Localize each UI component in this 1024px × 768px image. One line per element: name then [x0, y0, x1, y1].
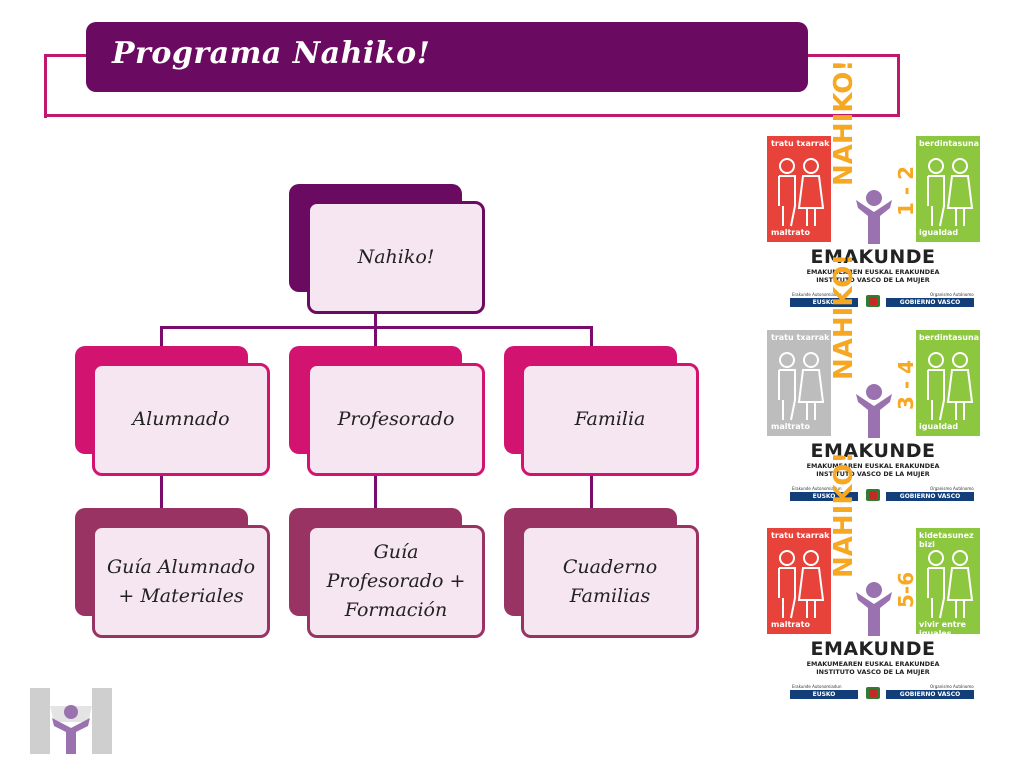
connector-profesorado [374, 326, 377, 348]
title-bar [86, 22, 808, 92]
basque-crest-icon [866, 489, 880, 501]
root-node: Nahiko! [307, 201, 485, 314]
gov-right-label: GOBIERNO VASCO [886, 492, 974, 501]
emakunde-brand: EMAKUNDE [810, 440, 936, 462]
equality-couple-icon [927, 550, 974, 619]
poster-nahiko-wordmark: NAHIKO! [829, 253, 859, 380]
header-frame-top-right [806, 54, 900, 57]
child-figure-icon [856, 582, 892, 636]
poster-right-top-label: kidetasunez bizi [919, 531, 974, 549]
poster-left-bottom-label: maltrato [771, 228, 810, 237]
guia-profesorado-label: Guía Profesorado + Formación [326, 541, 466, 621]
poster-left-bottom-label: maltrato [771, 422, 810, 431]
root-node-label: Nahiko! [357, 246, 435, 268]
emakunde-subtitle-2: INSTITUTO VASCO DE LA MUJER [816, 276, 930, 284]
emakunde-subtitle-2: INSTITUTO VASCO DE LA MUJER [816, 668, 930, 676]
poster-age-range: 5-6 [894, 571, 918, 608]
connector-alumnado-guia [160, 474, 163, 510]
connector-familia-cuaderno [590, 474, 593, 510]
gov-left-label: EUSKO JAURLARITZA [790, 492, 858, 509]
couple-icon [778, 550, 825, 619]
couple-icon [778, 352, 825, 421]
nahiko-logo-icon [30, 688, 112, 754]
poster-age-range: 3 - 4 [894, 359, 918, 410]
header-frame-right [897, 54, 900, 117]
basque-crest-icon [866, 295, 880, 307]
guia-alumnado-label: Guía Alumnado + Materiales [106, 555, 256, 607]
poster-nahiko-wordmark: NAHIKO! [829, 59, 859, 186]
page-title: Programa Nahiko! [112, 36, 431, 71]
gov-right-label: GOBIERNO VASCO [886, 690, 974, 699]
poster-right-bottom-label: igualdad [919, 422, 959, 431]
emakunde-subtitle-1: EMAKUMEAREN EUSKAL ERAKUNDEA [806, 660, 940, 668]
poster-right-bottom-label: vivir entre iguales [919, 620, 966, 638]
gov-right-small: Organismo Autónomo [930, 486, 974, 491]
profesorado-label: Profesorado [337, 408, 455, 430]
gov-left-small: Erakunde Autonomiadun [792, 486, 842, 491]
poster-left-panel: tratu txarrak maltrato [767, 330, 831, 436]
basque-crest-icon [866, 687, 880, 699]
poster-left-top-label: tratu txarrak [771, 531, 830, 540]
emakunde-subtitle-1: EMAKUMEAREN EUSKAL ERAKUNDEA [806, 462, 940, 470]
connector-familia [590, 326, 593, 348]
poster-right-top-label: berdintasuna [919, 333, 980, 342]
poster-left-panel: tratu txarrak maltrato [767, 528, 831, 634]
gov-left-small: Erakunde Autonomiadun [792, 684, 842, 689]
cuaderno-familias-label: Cuaderno Familias [562, 555, 658, 607]
header-frame-top-left [44, 54, 88, 57]
gov-right-label: GOBIERNO VASCO [886, 298, 974, 307]
alumnado-label: Alumnado [132, 408, 230, 430]
poster-right-panel: berdintasuna igualdad [916, 136, 980, 242]
gov-left-small: Erakunde Autonomiadun [792, 292, 842, 297]
emakunde-brand: EMAKUNDE [810, 638, 936, 660]
connector-profesorado-guia [374, 474, 377, 510]
guia-profesorado-node: Guía Profesorado + Formación [307, 525, 485, 638]
poster-nahiko-wordmark: NAHIKO! [829, 451, 859, 578]
couple-icon [778, 158, 825, 227]
poster-left-bottom-label: maltrato [771, 620, 810, 629]
header-frame-bottom [44, 114, 900, 117]
poster-left-top-label: tratu txarrak [771, 333, 830, 342]
cuaderno-familias-node: Cuaderno Familias [521, 525, 699, 638]
poster-right-bottom-label: igualdad [919, 228, 959, 237]
equality-couple-icon [927, 352, 974, 421]
profesorado-node: Profesorado [307, 363, 485, 476]
poster-right-panel: berdintasuna igualdad [916, 330, 980, 436]
poster-right-panel: kidetasunez bizi vivir entre iguales [916, 528, 980, 638]
alumnado-node: Alumnado [92, 363, 270, 476]
connector-root-down [374, 308, 377, 328]
familia-label: Familia [574, 408, 646, 430]
connector-alumnado [160, 326, 163, 348]
emakunde-subtitle-2: INSTITUTO VASCO DE LA MUJER [816, 470, 930, 478]
familia-node: Familia [521, 363, 699, 476]
gov-right-small: Organismo Autónomo [930, 292, 974, 297]
header-frame-left [44, 54, 47, 118]
gov-left-label: EUSKO JAURLARITZA [790, 298, 858, 315]
equality-couple-icon [927, 158, 974, 227]
guia-alumnado-node: Guía Alumnado + Materiales [92, 525, 270, 638]
poster-left-panel: tratu txarrak maltrato [767, 136, 831, 242]
child-figure-icon [856, 190, 892, 244]
gov-left-label: EUSKO JAURLARITZA [790, 690, 858, 707]
poster-left-top-label: tratu txarrak [771, 139, 830, 148]
gov-right-small: Organismo Autónomo [930, 684, 974, 689]
poster-right-top-label: berdintasuna [919, 139, 980, 148]
emakunde-brand: EMAKUNDE [810, 246, 936, 268]
emakunde-subtitle-1: EMAKUMEAREN EUSKAL ERAKUNDEA [806, 268, 940, 276]
child-figure-icon [856, 384, 892, 438]
poster-age-range: 1 - 2 [894, 165, 918, 216]
